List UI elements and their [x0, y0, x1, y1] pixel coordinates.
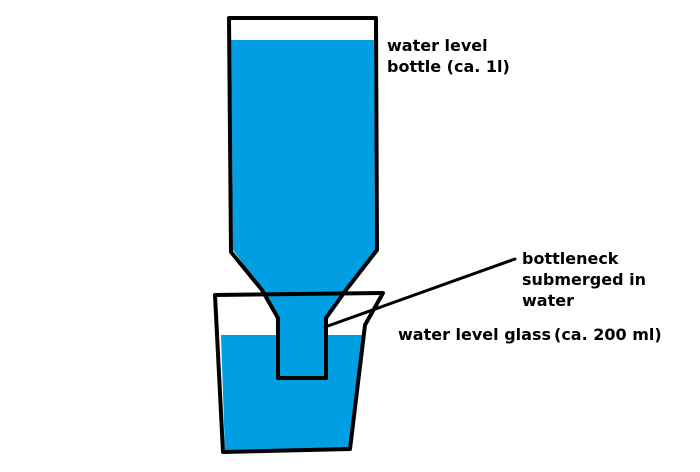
bottleneck-label-line3: water [522, 291, 574, 310]
bottle-water-level-label: water level bottle (ca. 1l) [387, 35, 510, 77]
bottle-water [231, 40, 375, 375]
bottle-water-level-line2: bottle (ca. 1l) [387, 57, 510, 76]
bottle-outline [227, 16, 379, 380]
glass-water [221, 335, 364, 452]
bottle-water-level-line1: water level [387, 36, 488, 55]
bottleneck-label-line2: submerged in [522, 270, 646, 289]
glass-water-level-label: water level glass(ca. 200 ml) [398, 324, 662, 345]
glass-water-level-text: water level glass [398, 325, 551, 344]
bottleneck-label: bottleneck submerged in water [522, 248, 646, 311]
bottleneck-pointer-line [323, 257, 517, 329]
glass-water-level-volume: (ca. 200 ml) [554, 325, 662, 344]
glass-outline [213, 291, 385, 454]
bottleneck-label-line1: bottleneck [522, 249, 619, 268]
